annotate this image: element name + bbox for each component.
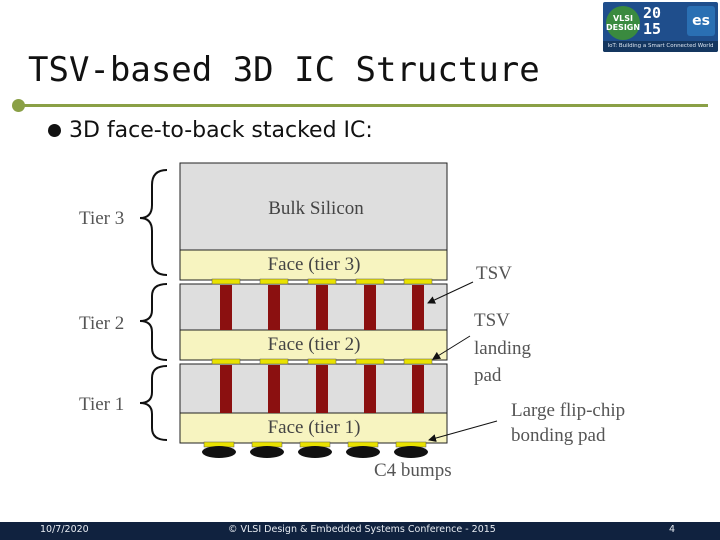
tsv-landing-pad <box>307 358 337 365</box>
footer-page-number: 4 <box>669 524 676 535</box>
tier1-label: Tier 1 <box>79 394 124 415</box>
landing-callout-line2: landing <box>474 338 531 359</box>
tier3-label: Tier 3 <box>79 208 124 229</box>
tsv <box>364 285 376 330</box>
landing-callout-line1: TSV <box>474 310 510 331</box>
logo-es: es <box>687 6 715 36</box>
logo-tagline: IoT: Building a Smart Connected World <box>603 41 718 52</box>
tsv-landing-pad <box>307 278 337 285</box>
title-rule <box>20 104 708 107</box>
tsv <box>268 365 280 413</box>
flip-chip-callout-line1: Large flip-chip <box>511 400 625 421</box>
footer-date: 10/7/2020 <box>40 524 89 535</box>
face-tier1-label: Face (tier 1) <box>268 417 361 438</box>
c4-bump <box>202 446 236 458</box>
c4-bump <box>250 446 284 458</box>
tier2-brace <box>139 283 168 361</box>
tier3-brace <box>139 169 168 276</box>
tsv-landing-pad <box>211 278 241 285</box>
tsv <box>412 365 424 413</box>
landing-pad-arrow <box>432 335 471 360</box>
face-tier3-label: Face (tier 3) <box>268 254 361 275</box>
conference-logo: VLSI DESIGN 20 15 es IoT: Building a Sma… <box>603 2 718 52</box>
tsv-landing-pad <box>211 358 241 365</box>
logo-year-top: 20 <box>643 4 662 22</box>
tsv <box>268 285 280 330</box>
face-tier2-layer <box>179 329 448 361</box>
face-tier2-label: Face (tier 2) <box>268 334 361 355</box>
bulk-silicon-layer <box>179 162 448 251</box>
tsv-landing-pad <box>403 358 433 365</box>
logo-year: 20 15 <box>643 5 685 37</box>
bulk-silicon-label: Bulk Silicon <box>268 198 364 219</box>
tsv-landing-pad <box>355 278 385 285</box>
tsv-callout: TSV <box>476 263 512 284</box>
face-tier1-layer <box>179 412 448 444</box>
tsv-landing-pad <box>259 358 289 365</box>
c4-bump <box>394 446 428 458</box>
tier1-brace <box>139 365 168 441</box>
bullet-dot <box>48 124 61 137</box>
bullet-text: 3D face-to-back stacked IC: <box>69 118 373 143</box>
c4-bumps-label: C4 bumps <box>374 460 452 481</box>
tsv-landing-pad <box>403 278 433 285</box>
tsv-landing-pad <box>259 278 289 285</box>
tier2-label: Tier 2 <box>79 313 124 334</box>
title-rule-dot <box>12 99 25 112</box>
tsv <box>220 285 232 330</box>
flip-chip-callout-line2: bonding pad <box>511 425 606 446</box>
tsv <box>412 285 424 330</box>
tsv <box>316 285 328 330</box>
footer-conference: © VLSI Design & Embedded Systems Confere… <box>228 524 496 535</box>
flip-chip-arrow <box>428 420 498 442</box>
c4-bump <box>298 446 332 458</box>
tsv <box>316 365 328 413</box>
slide-title: TSV-based 3D IC Structure <box>28 50 540 90</box>
tsv <box>364 365 376 413</box>
tsv-landing-pad <box>355 358 385 365</box>
tsv <box>220 365 232 413</box>
tsv-arrow <box>427 281 474 304</box>
landing-callout-line3: pad <box>474 365 502 386</box>
logo-year-bottom: 15 <box>643 20 662 38</box>
logo-badge: VLSI DESIGN <box>606 6 640 40</box>
slide-footer: 10/7/2020 © VLSI Design & Embedded Syste… <box>0 522 720 540</box>
bullet-item: 3D face-to-back stacked IC: <box>48 118 373 143</box>
c4-bump <box>346 446 380 458</box>
